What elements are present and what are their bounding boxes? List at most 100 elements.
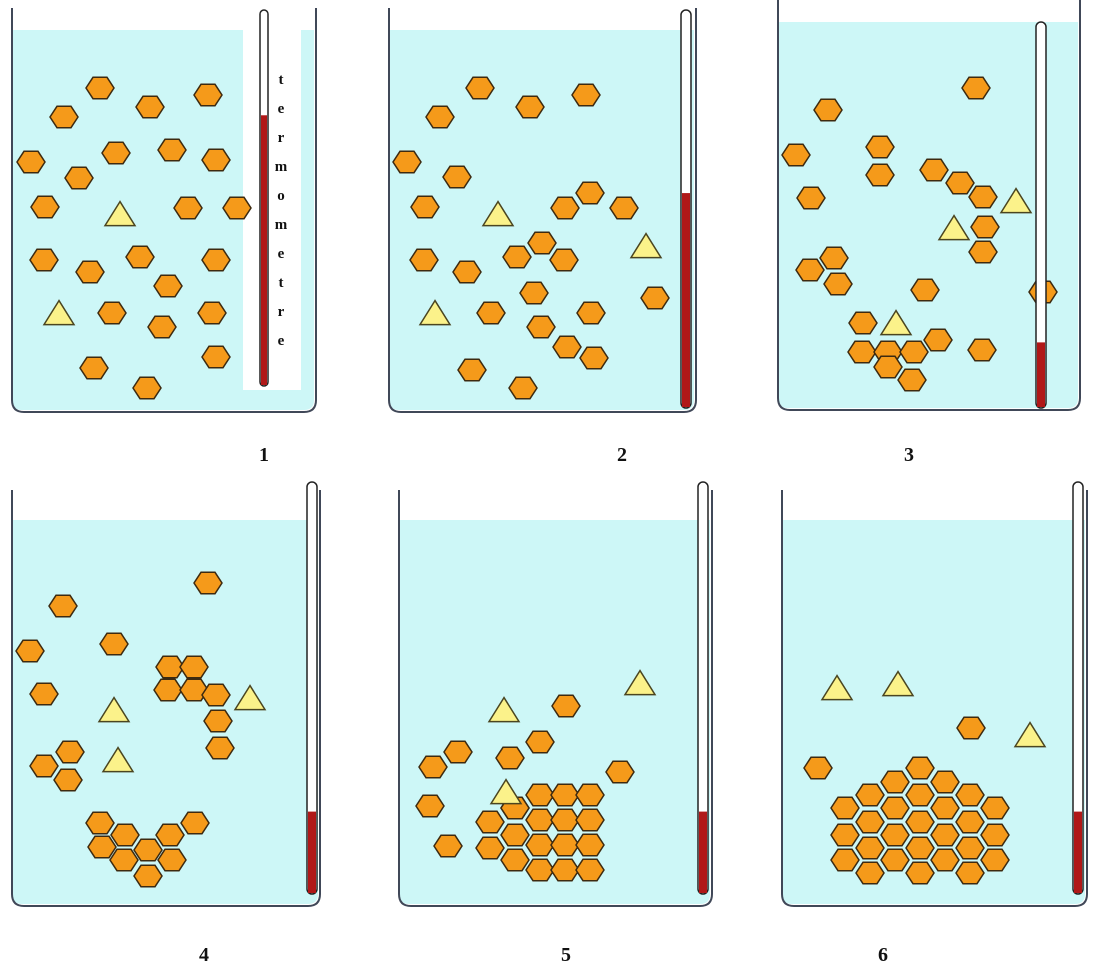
- solvent-molecule-hexagon: [930, 770, 960, 794]
- liquid: [12, 30, 314, 410]
- panel-number: 1: [259, 444, 269, 466]
- solvent-molecule-hexagon: [85, 811, 115, 835]
- thermometer-label-letter: e: [278, 246, 285, 262]
- solvent-molecule-hexagon: [873, 355, 903, 379]
- thermometer-label-panel: [243, 10, 301, 390]
- solvent-molecule-hexagon: [30, 195, 60, 219]
- solvent-molecule-hexagon: [203, 709, 233, 733]
- solvent-molecule-hexagon: [16, 150, 46, 174]
- panel-number: 6: [878, 944, 888, 966]
- solvent-molecule-hexagon: [97, 301, 127, 325]
- solvent-molecule-hexagon: [133, 864, 163, 888]
- solvent-molecule-hexagon: [525, 783, 555, 807]
- solvent-molecule-hexagon: [409, 248, 439, 272]
- solvent-molecule-hexagon: [551, 694, 581, 718]
- solvent-molecule-hexagon: [830, 796, 860, 820]
- impurity-triangle: [481, 200, 515, 227]
- thermometer: [259, 9, 269, 387]
- solvent-molecule-hexagon: [796, 186, 826, 210]
- solvent-molecule-hexagon: [15, 639, 45, 663]
- thermometer: [1072, 481, 1084, 895]
- thermometer: [697, 481, 709, 895]
- solvent-molecule-hexagon: [847, 340, 877, 364]
- solvent-molecule-hexagon: [197, 301, 227, 325]
- solvent-molecule-hexagon: [85, 76, 115, 100]
- solvent-molecule-hexagon: [475, 810, 505, 834]
- solvent-molecule-hexagon: [968, 185, 998, 209]
- solvent-molecule-hexagon: [193, 571, 223, 595]
- solvent-molecule-hexagon: [179, 678, 209, 702]
- impurity-triangle: [820, 674, 854, 701]
- solvent-molecule-hexagon: [29, 248, 59, 272]
- solvent-molecule-hexagon: [919, 158, 949, 182]
- solvent-molecule-hexagon: [525, 833, 555, 857]
- solvent-molecule-hexagon: [392, 150, 422, 174]
- impurity-triangle: [42, 299, 76, 326]
- solvent-molecule-hexagon: [923, 328, 953, 352]
- solvent-molecule-hexagon: [899, 340, 929, 364]
- solvent-molecule-hexagon: [897, 368, 927, 392]
- solvent-molecule-hexagon: [525, 858, 555, 882]
- solvent-molecule-hexagon: [571, 83, 601, 107]
- thermometer: [306, 481, 318, 895]
- solvent-molecule-hexagon: [109, 848, 139, 872]
- impurity-triangle: [487, 696, 521, 723]
- thermometer-label-letter: o: [277, 188, 285, 204]
- beaker-outline: [11, 8, 317, 413]
- solvent-molecule-hexagon: [550, 196, 580, 220]
- solvent-molecule-hexagon: [476, 301, 506, 325]
- solvent-molecule-hexagon: [110, 823, 140, 847]
- solvent-molecule-hexagon: [550, 808, 580, 832]
- impurity-triangle: [623, 669, 657, 696]
- solvent-molecule-hexagon: [415, 794, 445, 818]
- solvent-molecule-hexagon: [29, 682, 59, 706]
- impurity-triangle: [937, 214, 971, 241]
- beaker-panel-4: 4: [11, 481, 321, 966]
- solvent-molecule-hexagon: [880, 796, 910, 820]
- solvent-molecule-hexagon: [527, 231, 557, 255]
- solvent-molecule-hexagon: [519, 281, 549, 305]
- solvent-molecule-hexagon: [502, 245, 532, 269]
- solvent-molecule-hexagon: [135, 95, 165, 119]
- panel-number: 2: [617, 444, 627, 466]
- solvent-molecule-hexagon: [930, 796, 960, 820]
- solvent-molecule-hexagon: [910, 278, 940, 302]
- solvent-molecule-hexagon: [552, 335, 582, 359]
- solvent-molecule-hexagon: [475, 836, 505, 860]
- solvent-molecule-hexagon: [465, 76, 495, 100]
- solvent-molecule-hexagon: [49, 105, 79, 129]
- solvent-molecule-hexagon: [980, 848, 1010, 872]
- solvent-molecule-hexagon: [157, 138, 187, 162]
- solvent-molecule-hexagon: [795, 258, 825, 282]
- solvent-molecule-hexagon: [575, 833, 605, 857]
- solvent-molecule-hexagon: [905, 756, 935, 780]
- solvent-molecule-hexagon: [609, 196, 639, 220]
- solvent-molecule-hexagon: [153, 274, 183, 298]
- solvent-molecule-hexagon: [418, 755, 448, 779]
- beaker-panel-2: 2: [388, 8, 697, 466]
- solvent-molecule-hexagon: [823, 272, 853, 296]
- solvent-molecule-hexagon: [525, 730, 555, 754]
- thermometer: [1035, 21, 1047, 409]
- solvent-molecule-hexagon: [55, 740, 85, 764]
- solvent-molecule-hexagon: [640, 286, 670, 310]
- panel-number: 5: [561, 944, 571, 966]
- solvent-molecule-hexagon: [575, 808, 605, 832]
- impurity-triangle: [879, 309, 913, 336]
- solvent-molecule-hexagon: [970, 215, 1000, 239]
- solvent-molecule-hexagon: [433, 834, 463, 858]
- solvent-molecule-hexagon: [855, 861, 885, 885]
- solvent-molecule-hexagon: [980, 796, 1010, 820]
- solvent-molecule-hexagon: [550, 833, 580, 857]
- solvent-molecule-hexagon: [443, 740, 473, 764]
- solvent-molecule-hexagon: [803, 756, 833, 780]
- solvent-molecule-hexagon: [48, 594, 78, 618]
- solvent-molecule-hexagon: [905, 783, 935, 807]
- solvent-molecule-hexagon: [980, 823, 1010, 847]
- solvent-molecule-hexagon: [967, 338, 997, 362]
- solvent-molecule-hexagon: [855, 810, 885, 834]
- solvent-molecule-hexagon: [500, 848, 530, 872]
- solvent-molecule-hexagon: [956, 716, 986, 740]
